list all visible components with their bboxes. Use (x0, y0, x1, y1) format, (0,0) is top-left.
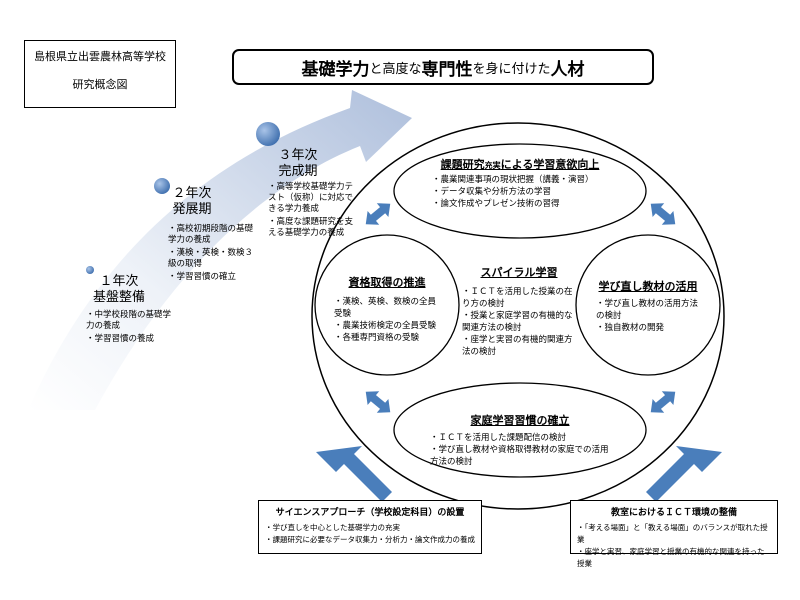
phase-2-heading: ２年次 発展期 (164, 186, 220, 218)
block-arrow-right (646, 446, 722, 502)
bottom-ellipse-list: ・ＩＣＴを活用した課題配信の検討 ・学び直し教材や資格取得教材の家庭での活用方法… (430, 432, 614, 468)
list-item: ・高等学校基礎学力テスト（仮称）に対応できる学力養成 (268, 182, 354, 214)
top-title-c: による学習意欲向上 (500, 158, 600, 171)
ict-environment-title: 教室におけるＩＣＴ環境の整備 (610, 508, 737, 518)
ellipse-top (393, 143, 647, 239)
list-item: ・漢検、英検、数検の全員受験 (334, 297, 437, 319)
list-item: ・座学と実習、家庭学習と授業の有機的な関連を持った授業 (577, 547, 765, 568)
phase-3-name: 完成期 (278, 164, 318, 179)
list-item: ・授業と家庭学習の有機的な関連方法の検討 (462, 311, 573, 333)
ellipse-left (314, 234, 460, 376)
list-item: ・学習習慣の確立 (168, 272, 237, 282)
list-item: ・論文作成やプレゼン技術の習得 (432, 199, 560, 209)
bottom-ellipse-title: 家庭学習習慣の確立 (470, 414, 570, 427)
phase-1-list: ・中学校段階の基礎学力の養成 ・学習習慣の養成 (86, 310, 178, 347)
list-item: ・「考える場面」と「教える場面」のバランスが取れた授業 (577, 523, 768, 544)
list-item: ・中学校段階の基礎学力の養成 (86, 310, 172, 331)
left-ellipse-title: 資格取得の推進 (348, 276, 426, 289)
title-part4: を身に付けた (472, 61, 551, 77)
right-ellipse-list: ・学び直し教材の活用方法の検討 ・独自教材の開発 (596, 298, 700, 334)
science-approach-title: サイエンスアプローチ（学校設定科目）の設置 (275, 508, 465, 518)
phase-1-year: １年次 (99, 274, 139, 289)
list-item: ・農業技術検定の全員受験 (334, 321, 437, 331)
list-item: ・高校初期段階の基礎学力の養成 (168, 224, 254, 245)
phase-dot-2 (154, 178, 170, 194)
diagram-subtitle: 研究概念図 (72, 78, 128, 91)
phase-3-year: ３年次 (278, 148, 318, 163)
left-ellipse-list: ・漢検、英検、数検の全員受験 ・農業技術検定の全員受験 ・各種専門資格の受験 (334, 296, 442, 344)
ict-environment-box: 教室におけるＩＣＴ環境の整備 ・「考える場面」と「教える場面」のバランスが取れた… (570, 500, 778, 568)
list-item: ・各種専門資格の受験 (334, 333, 420, 343)
list-item: ・漢検・英検・数検３級の取得 (168, 248, 254, 269)
list-item: ・データ収集や分析方法の学習 (432, 187, 552, 197)
phase-dot-3 (256, 122, 280, 146)
title-part5: 人材 (550, 59, 585, 80)
list-item: ・農業関連事項の現状把握（講義・演習） (432, 175, 594, 185)
science-approach-list: ・学び直しを中心とした基礎学力の充実 ・課題研究に必要なデータ収集力・分析力・論… (265, 522, 475, 546)
science-approach-box: サイエンスアプローチ（学校設定科目）の設置 ・学び直しを中心とした基礎学力の充実… (258, 500, 482, 554)
phase-2-list: ・高校初期段階の基礎学力の養成 ・漢検・英検・数検３級の取得 ・学習習慣の確立 (168, 224, 260, 285)
list-item: ・学習習慣の養成 (86, 334, 155, 344)
top-title-b: 充実 (484, 161, 501, 170)
list-item: ・高度な課題研究を支える基礎学力の養成 (268, 217, 354, 238)
center-list: ・ＩＣＴを活用した授業の在り方の検討 ・授業と家庭学習の有機的な関連方法の検討 … (462, 286, 576, 358)
list-item: ・学び直しを中心とした基礎学力の充実 (265, 523, 400, 532)
phase-1-name: 基盤整備 (92, 290, 145, 305)
right-ellipse-title: 学び直し教材の活用 (598, 280, 698, 293)
list-item: ・課題研究に必要なデータ収集力・分析力・論文作成力の養成 (265, 535, 475, 544)
phase-2-year: ２年次 (172, 186, 212, 201)
title-part1: 基礎学力 (301, 59, 370, 80)
center-title: スパイラル学習 (480, 266, 558, 279)
ict-environment-list: ・「考える場面」と「教える場面」のバランスが取れた授業 ・座学と実習、家庭学習と… (577, 522, 771, 570)
list-item: ・ＩＣＴを活用した課題配信の検討 (430, 433, 567, 443)
top-ellipse-list: ・農業関連事項の現状把握（講義・演習） ・データ収集や分析方法の学習 ・論文作成… (432, 174, 622, 210)
list-item: ・学び直し教材や資格取得教材の家庭での活用方法の検討 (430, 445, 609, 467)
phase-dot-1 (86, 266, 94, 274)
title-part3: 専門性 (421, 59, 473, 80)
list-item: ・座学と実習の有機的関連方法の検討 (462, 335, 573, 357)
list-item: ・学び直し教材の活用方法の検討 (596, 299, 699, 321)
block-arrow-left (316, 446, 392, 502)
top-title-a: 課題研究 (440, 158, 485, 171)
title-part2: と高度な (369, 61, 422, 77)
list-item: ・ＩＣＴを活用した授業の在り方の検討 (462, 287, 573, 309)
phase-1-heading: １年次 基盤整備 (88, 274, 150, 306)
phase-2-name: 発展期 (172, 202, 212, 217)
top-ellipse-title: 課題研究充実による学習意欲向上 (436, 156, 604, 172)
connector-arrows (365, 203, 676, 413)
ellipse-right (575, 234, 721, 376)
ellipse-bottom (393, 382, 647, 478)
phase-3-list: ・高等学校基礎学力テスト（仮称）に対応できる学力養成 ・高度な課題研究を支える基… (268, 182, 356, 241)
school-label-box: 島根県立出雲農林高等学校 研究概念図 (24, 40, 176, 108)
list-item: ・独自教材の開発 (596, 323, 665, 333)
goal-title-box: 基礎学力 と高度な 専門性 を身に付けた 人材 (232, 49, 654, 85)
progress-sweep-arrow (28, 90, 412, 410)
phase-3-heading: ３年次 完成期 (270, 148, 326, 180)
school-name: 島根県立出雲農林高等学校 (34, 50, 166, 63)
